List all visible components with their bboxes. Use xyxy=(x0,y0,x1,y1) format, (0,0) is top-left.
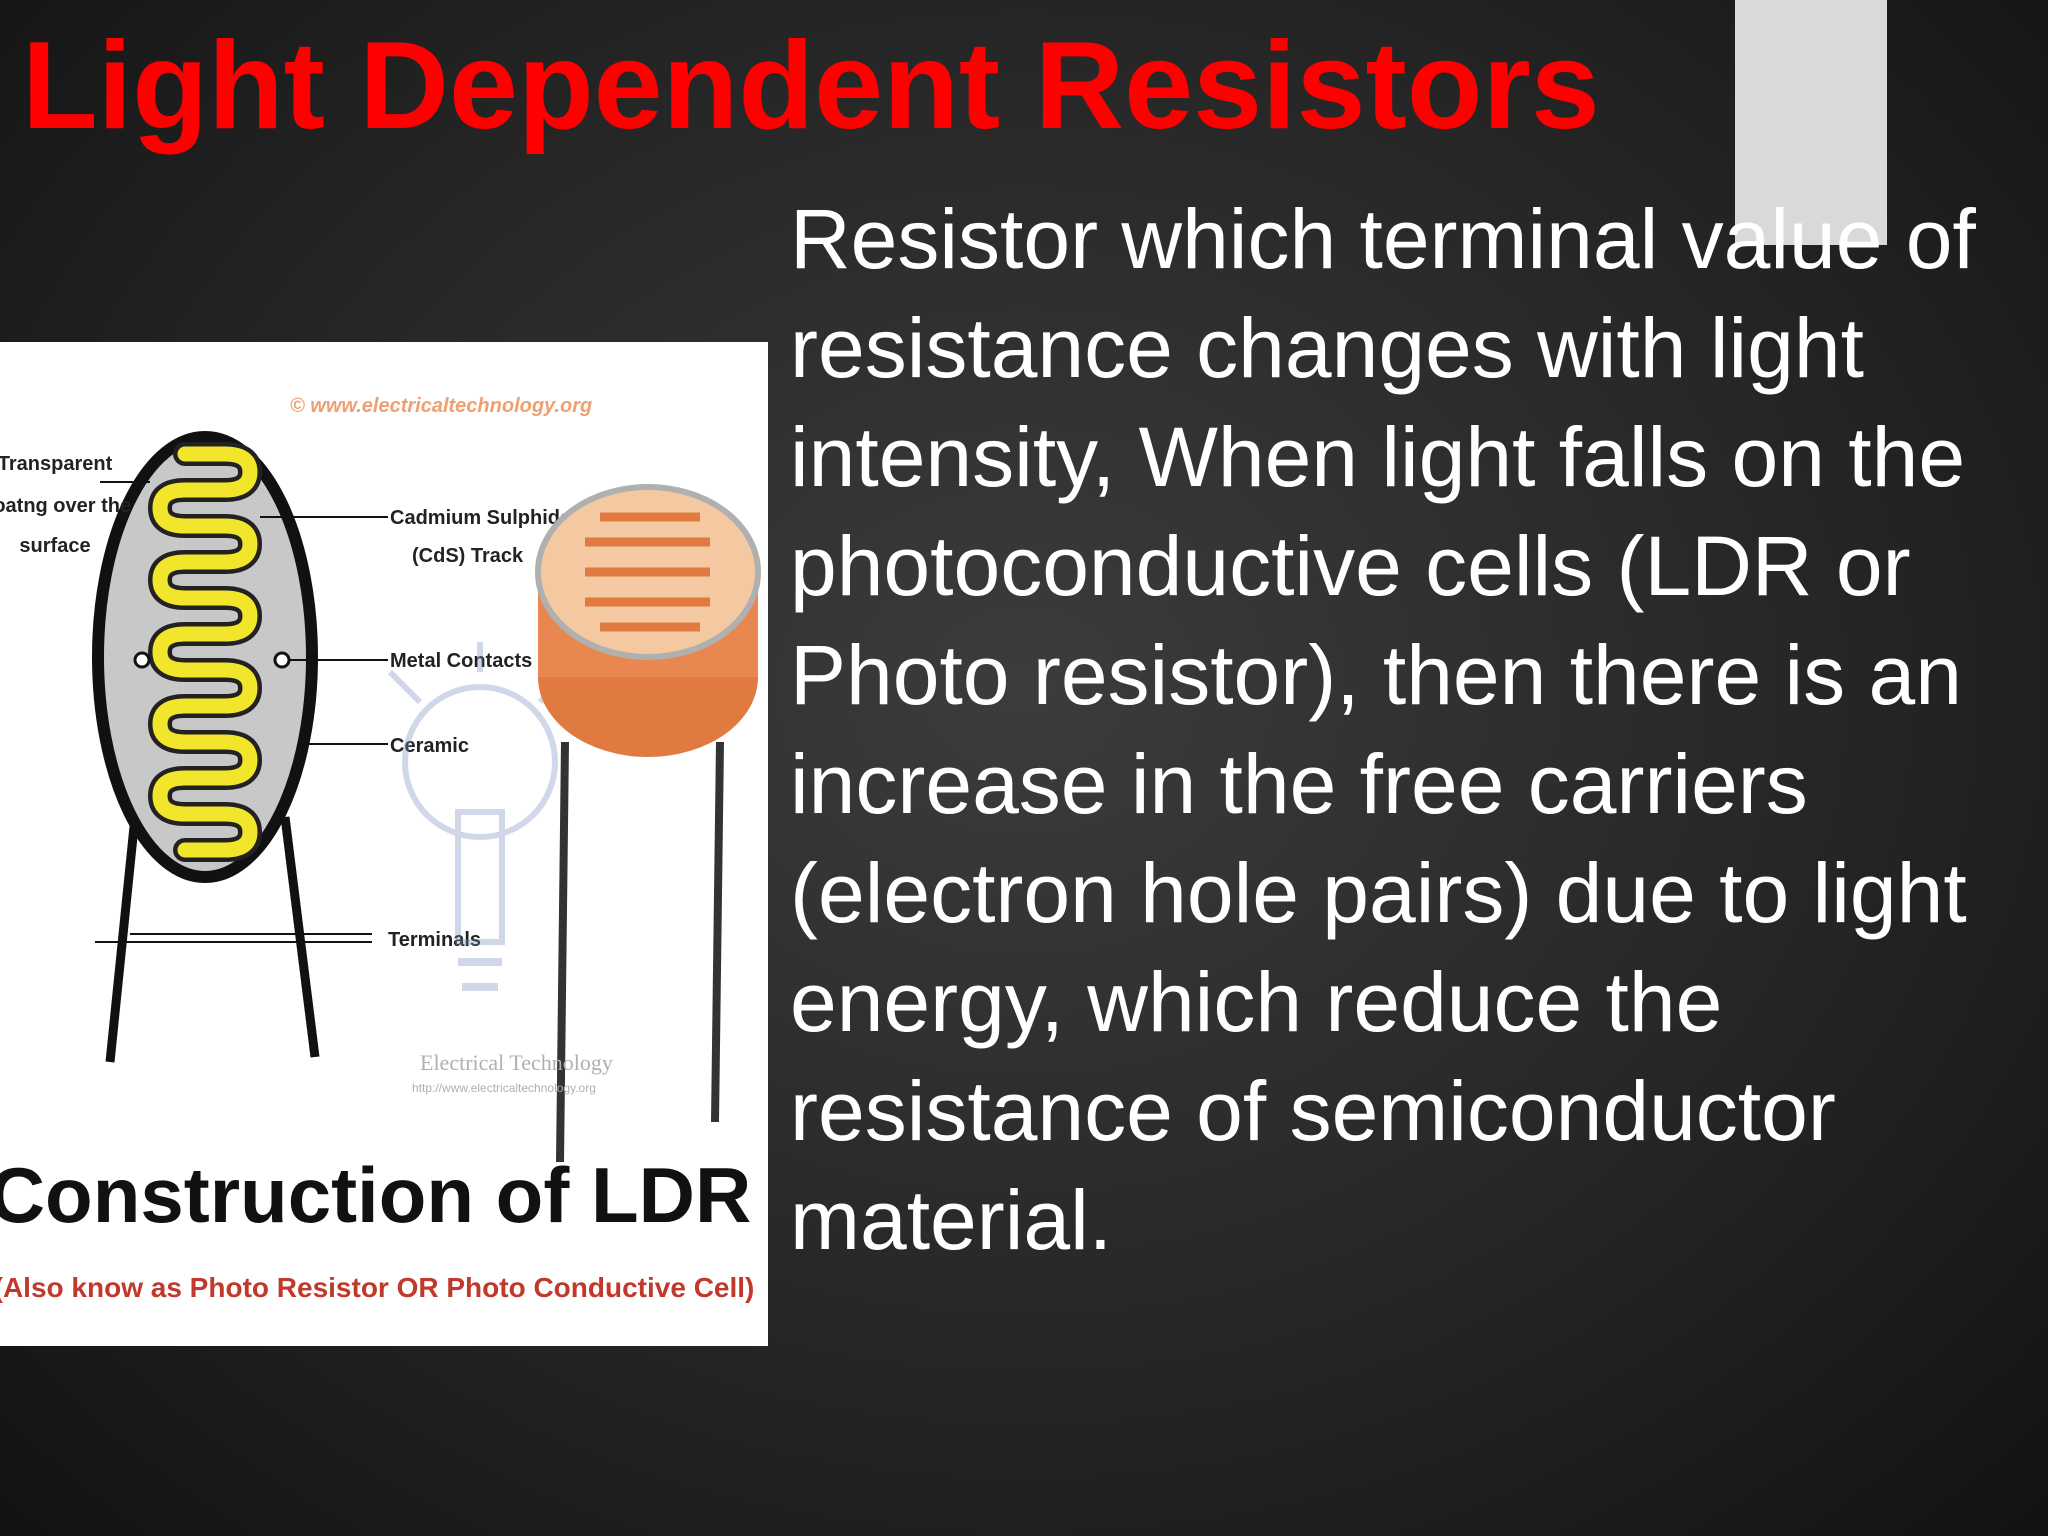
label-transparent-2: Coatng over the xyxy=(0,495,131,517)
label-transparent-3: surface xyxy=(19,535,90,557)
metal-contact-left xyxy=(133,651,151,669)
metal-contact-right xyxy=(273,651,291,669)
label-terminals: Terminals xyxy=(388,929,481,951)
watermark-url: © www.electricaltechnology.org xyxy=(290,395,592,417)
diagram-terminal-right xyxy=(280,816,320,1058)
accent-bar xyxy=(1735,0,1887,245)
watermark-small-url: http://www.electricaltechnology.org xyxy=(412,1081,596,1095)
diagram-terminal-left xyxy=(105,816,140,1063)
slide-title: Light Dependent Resistors xyxy=(22,17,1600,155)
watermark-brand: Electrical Technology xyxy=(420,1050,613,1075)
ldr-construction-figure: © www.electricaltechnology.org Transpare… xyxy=(0,342,768,1346)
label-ceramic: Ceramic xyxy=(390,735,469,757)
label-cds-1: Cadmium Sulphide xyxy=(390,507,571,529)
ldr-component-photo xyxy=(535,484,761,1163)
ldr-diagram: © www.electricaltechnology.org Transpare… xyxy=(0,395,761,1303)
label-metal-contacts: Metal Contacts xyxy=(390,650,532,672)
cds-track xyxy=(152,446,258,858)
slide-body-text: Resistor which terminal value of resista… xyxy=(790,192,1976,1267)
figure-subcaption: (Also know as Photo Resistor OR Photo Co… xyxy=(0,1272,754,1303)
label-transparent-1: Transparent xyxy=(0,453,113,475)
figure-caption: Construction of LDR xyxy=(0,1151,751,1239)
label-cds-2: (CdS) Track xyxy=(412,545,524,567)
